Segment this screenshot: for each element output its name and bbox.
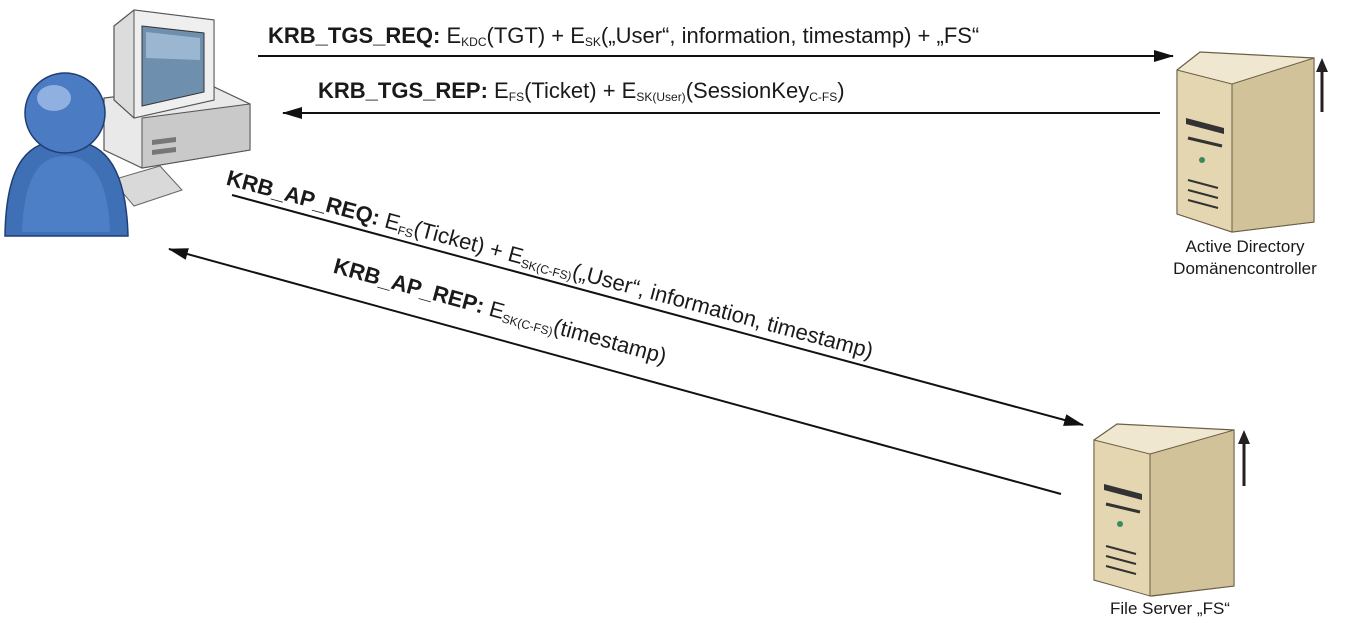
dc-caption-line1: Active Directory xyxy=(1185,237,1305,256)
msg-sub: FS xyxy=(508,90,525,104)
msg-text: E xyxy=(494,78,509,103)
file-server-caption: File Server „FS“ xyxy=(1070,598,1270,620)
msg-sub: C-FS xyxy=(809,90,838,104)
msg-text: (TGT) + E xyxy=(486,23,585,48)
fs-caption: File Server „FS“ xyxy=(1110,599,1230,618)
domain-controller-caption: Active Directory Domänencontroller xyxy=(1140,236,1350,280)
arrow-ap-rep xyxy=(168,248,1062,495)
msg-sub: SK xyxy=(584,35,601,49)
msg-name: KRB_TGS_REP: xyxy=(318,78,488,103)
msg-text: E xyxy=(446,23,462,48)
label-tgs-rep: KRB_TGS_REP: EFS(Ticket) + ESK(User)(Ses… xyxy=(318,78,845,104)
msg-text: (SessionKey xyxy=(685,78,810,103)
server-icon xyxy=(1093,423,1250,597)
label-tgs-req: KRB_TGS_REQ: EKDC(TGT) + ESK(„User“, inf… xyxy=(268,23,980,49)
arrow-ap-req xyxy=(231,194,1084,426)
server-icon xyxy=(1176,51,1328,233)
msg-name: KRB_TGS_REQ: xyxy=(268,23,441,48)
workstation-icon xyxy=(103,9,251,207)
msg-sub: SK(User) xyxy=(636,90,686,104)
user-icon xyxy=(4,72,129,237)
msg-sub: KDC xyxy=(461,35,487,49)
msg-text: (Ticket) + E xyxy=(524,78,637,103)
dc-caption-line2: Domänencontroller xyxy=(1173,259,1317,278)
msg-text: ) xyxy=(837,78,845,103)
msg-text: („User“, information, timestamp) + „FS“ xyxy=(600,23,980,48)
